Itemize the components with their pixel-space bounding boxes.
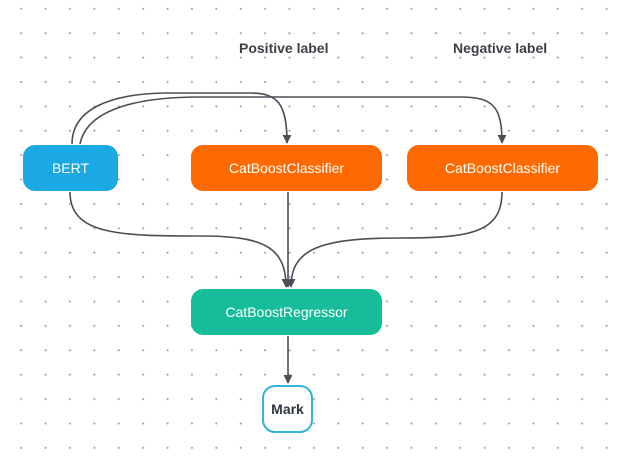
- node-classifier-positive[interactable]: CatBoostClassifier: [191, 145, 382, 191]
- node-classifier-negative-label: CatBoostClassifier: [444, 160, 561, 176]
- negative-label-heading: Negative label: [453, 40, 548, 56]
- node-bert[interactable]: BERT: [23, 145, 118, 191]
- node-regressor-label: CatBoostRegressor: [225, 304, 348, 320]
- edge-bert-to-regressor: [69, 191, 291, 288]
- node-classifier-negative[interactable]: CatBoostClassifier: [407, 145, 598, 191]
- node-mark-label: Mark: [271, 401, 304, 417]
- edge-bert-to-classifier-negative: [79, 96, 507, 145]
- edge-bert-to-classifier-positive: [71, 92, 292, 145]
- node-classifier-positive-label: CatBoostClassifier: [228, 160, 345, 176]
- node-regressor[interactable]: CatBoostRegressor: [191, 289, 382, 335]
- edge-classifier-negative-to-regressor: [286, 191, 503, 288]
- node-bert-label: BERT: [51, 160, 90, 176]
- node-mark[interactable]: Mark: [262, 385, 313, 433]
- positive-label-heading: Positive label: [239, 40, 329, 56]
